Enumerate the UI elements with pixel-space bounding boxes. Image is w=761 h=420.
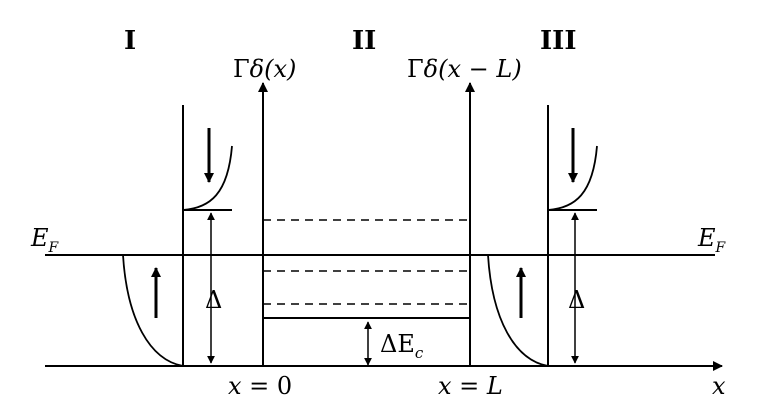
region-label-right: III [540, 26, 577, 56]
region-label-left: I [124, 26, 136, 56]
region-label-middle: II [352, 26, 376, 56]
delta-label-left: Γδ(x) [233, 55, 296, 83]
gap-label-left: Δ [205, 286, 222, 314]
delta-label-right: Γδ(x − L) [407, 55, 522, 83]
band-offset-label: ΔEc [380, 330, 424, 362]
dos-curve-left-upper [182, 145, 233, 211]
fermi-label-left: EF [30, 224, 60, 256]
position-label-L: x = L [438, 372, 503, 400]
dos-curve-right-upper [547, 145, 598, 211]
x-axis-label: x [712, 372, 726, 400]
gap-label-right: Δ [568, 286, 585, 314]
fermi-label-right: EF [697, 224, 727, 256]
position-label-zero: x = 0 [228, 372, 292, 400]
dos-curve-right-lower [487, 254, 549, 367]
dos-curve-left-lower [122, 254, 184, 367]
